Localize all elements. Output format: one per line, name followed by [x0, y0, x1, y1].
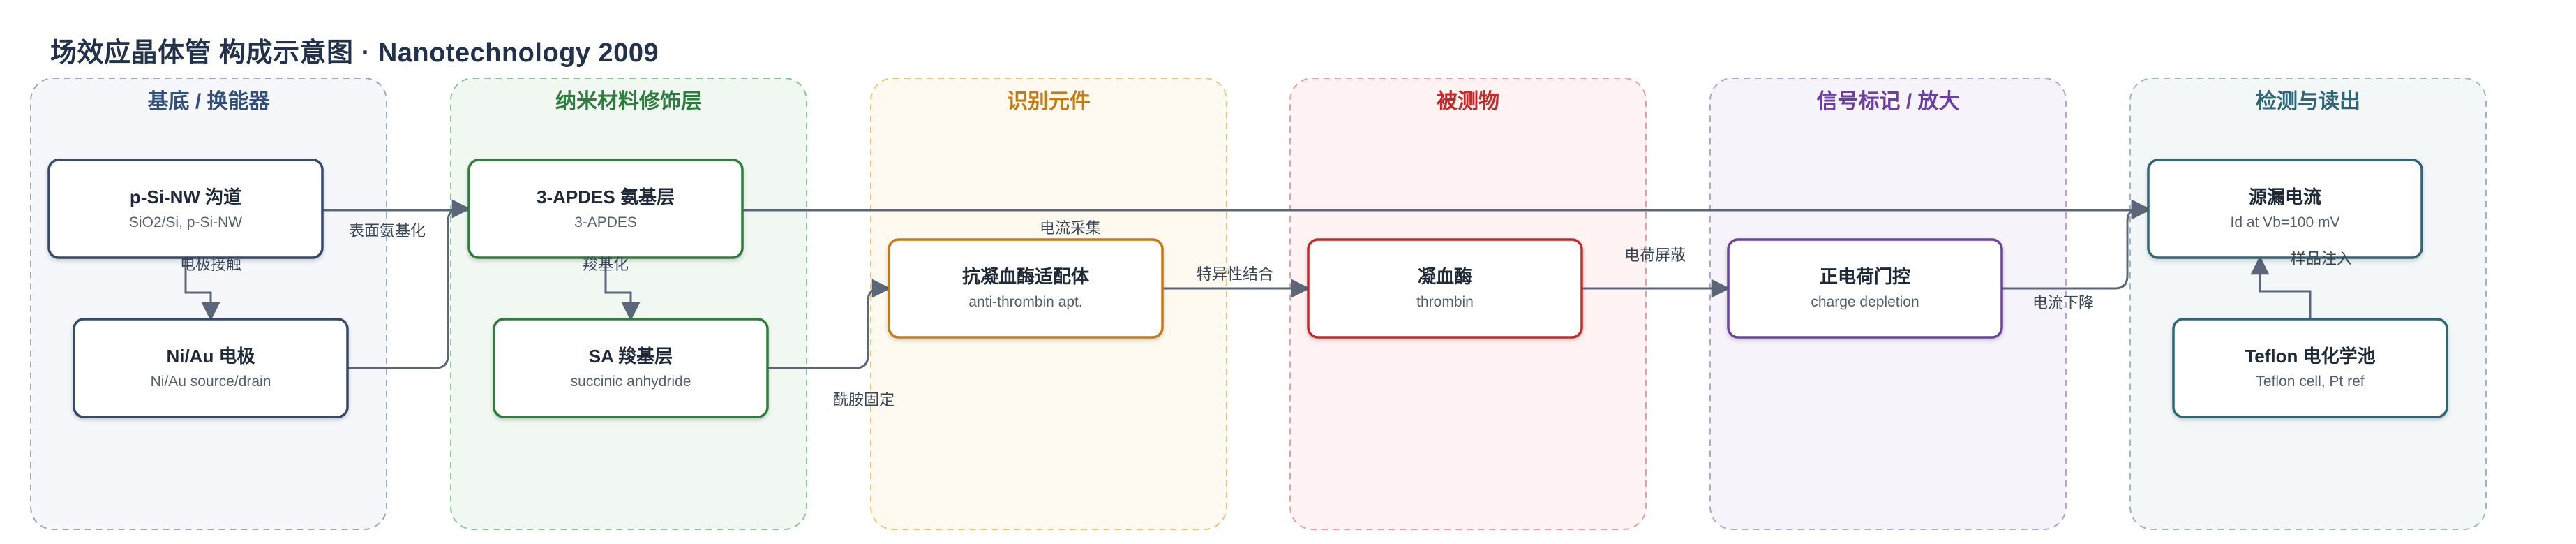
edge-label-n1-n2: 电极接触: [180, 256, 241, 273]
node-title: 正电荷门控: [1820, 266, 1910, 287]
lane-label-analyte: 被测物: [1437, 90, 1499, 113]
edge-n4-n5: [767, 279, 891, 369]
node-title: p-Si-NW 沟道: [130, 186, 241, 207]
node-box: [493, 318, 769, 418]
node-box: [2147, 159, 2423, 259]
node-n6[interactable]: 凝血酶 thrombin: [1307, 238, 1583, 339]
node-n8[interactable]: 源漏电流 Id at Vb=100 mV: [2147, 159, 2423, 259]
lane-label-nano: 纳米材料修饰层: [555, 90, 702, 113]
edge-label-n1-n8: 电流采集: [1040, 219, 1101, 237]
edge-label-n1-n3: 表面氨基化: [349, 222, 426, 240]
node-box: [1307, 238, 1583, 339]
lane-detect: [2129, 78, 2487, 530]
node-title: SA 羧基层: [589, 346, 673, 367]
lane-label-detect: 检测与读出: [2256, 89, 2360, 113]
edge-label-n3-n4: 羧基化: [583, 256, 629, 273]
lane-substrate: [30, 78, 387, 530]
node-subtitle: thrombin: [1416, 294, 1474, 310]
node-box: [2172, 318, 2448, 418]
node-title: 抗凝血酶适配体: [962, 266, 1090, 287]
lane-label-signal: 信号标记 / 放大: [1816, 90, 1959, 113]
node-subtitle: charge depletion: [1811, 294, 1919, 310]
node-n1[interactable]: p-Si-NW 沟道 SiO2/Si, p-Si-NW: [47, 159, 324, 259]
edge-label-n4-n5: 酰胺固定: [833, 391, 894, 409]
node-subtitle: SiO2/Si, p-Si-NW: [129, 214, 242, 230]
node-title: 凝血酶: [1418, 266, 1472, 287]
node-n2[interactable]: Ni/Au 电极 Ni/Au source/drain: [73, 318, 349, 418]
node-subtitle: Teflon cell, Pt ref: [2256, 374, 2364, 390]
node-title: 3-APDES 氨基层: [537, 186, 675, 207]
edge-label-n9-n8: 样品注入: [2291, 250, 2352, 267]
edge-n3-n4: [604, 258, 641, 321]
node-box: [47, 159, 324, 259]
node-box: [888, 238, 1164, 339]
node-title: Ni/Au 电极: [166, 346, 255, 367]
node-subtitle: 3-APDES: [574, 214, 637, 230]
node-box: [1727, 238, 2003, 339]
edge-label-n5-n6: 特异性结合: [1197, 265, 1273, 283]
lane-label-recog: 识别元件: [1007, 90, 1091, 113]
edge-label-n6-n7: 电荷屏蔽: [1624, 247, 1686, 264]
node-subtitle: Ni/Au source/drain: [151, 374, 271, 390]
node-subtitle: succinic anhydride: [571, 374, 691, 390]
node-n4[interactable]: SA 羧基层 succinic anhydride: [493, 318, 769, 418]
diagram-title: 场效应晶体管 构成示意图 · Nanotechnology 2009: [50, 38, 659, 68]
edge-label-n7-n8: 电流下降: [2032, 294, 2094, 311]
node-n3[interactable]: 3-APDES 氨基层 3-APDES: [467, 159, 744, 259]
node-n5[interactable]: 抗凝血酶适配体 anti-thrombin apt.: [888, 238, 1164, 339]
node-n7[interactable]: 正电荷门控 charge depletion: [1727, 238, 2003, 339]
node-title: Teflon 电化学池: [2245, 346, 2375, 367]
node-box: [467, 159, 744, 259]
lane-label-substrate: 基底 / 换能器: [147, 90, 270, 113]
node-subtitle: anti-thrombin apt.: [968, 294, 1082, 310]
node-box: [73, 318, 349, 418]
node-subtitle: Id at Vb=100 mV: [2230, 214, 2339, 230]
node-n9[interactable]: Teflon 电化学池 Teflon cell, Pt ref: [2172, 318, 2448, 418]
lane-nano: [450, 78, 807, 530]
edge-n1-n2: [184, 258, 220, 321]
node-title: 源漏电流: [2249, 186, 2321, 207]
edge-n9-n8: [2250, 256, 2312, 319]
